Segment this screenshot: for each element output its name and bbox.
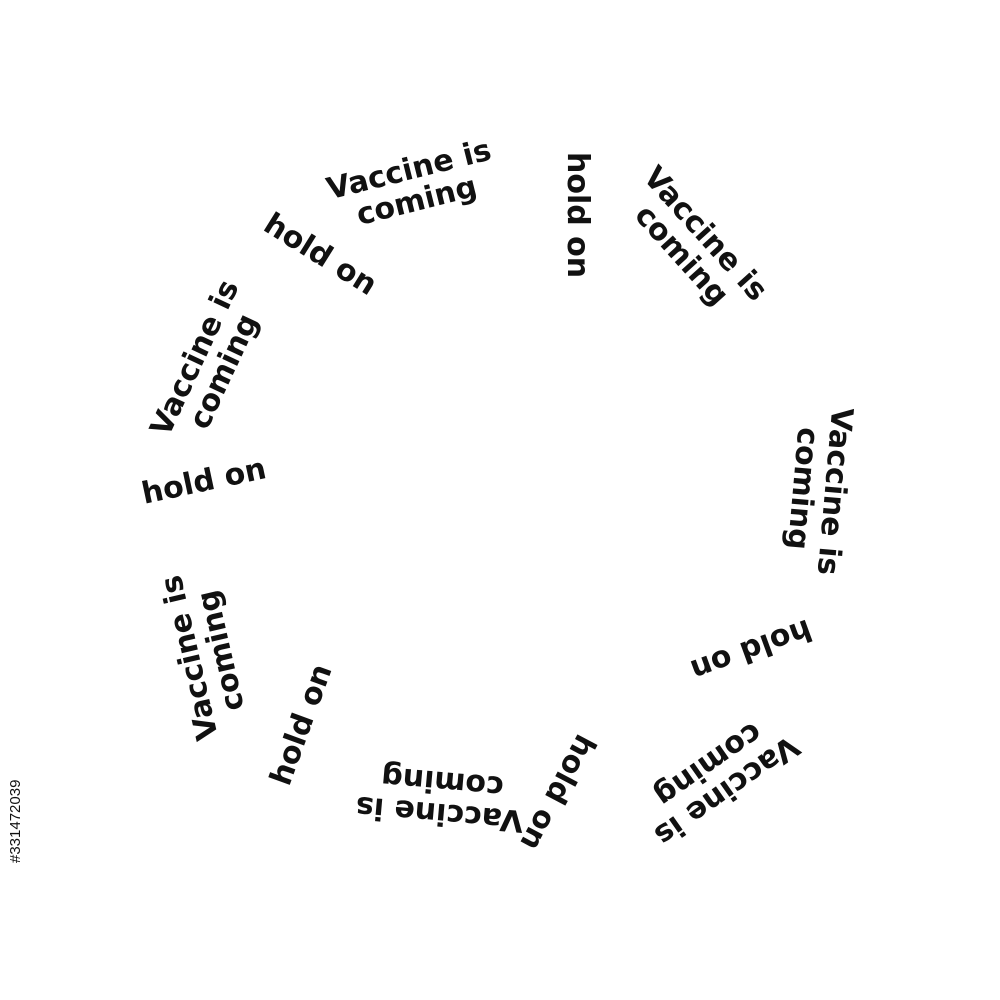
phrase-hold-on-5: hold on [685,611,817,688]
phrase-line: hold on [138,451,270,512]
phrase-line: hold on [263,659,340,791]
stock-id: #331472039 [7,780,128,863]
phrase-line: hold on [560,152,595,279]
phrase-hold-on-4: hold on [512,728,603,857]
phrase-hold-on-6: hold on [560,152,595,279]
phrase-line: hold on [512,728,603,857]
phrase-line: hold on [685,611,817,688]
phrase-hold-on-2: hold on [138,451,270,512]
phrase-hold-on-3: hold on [263,659,340,791]
stock-id-text: #331472039 [7,779,24,863]
